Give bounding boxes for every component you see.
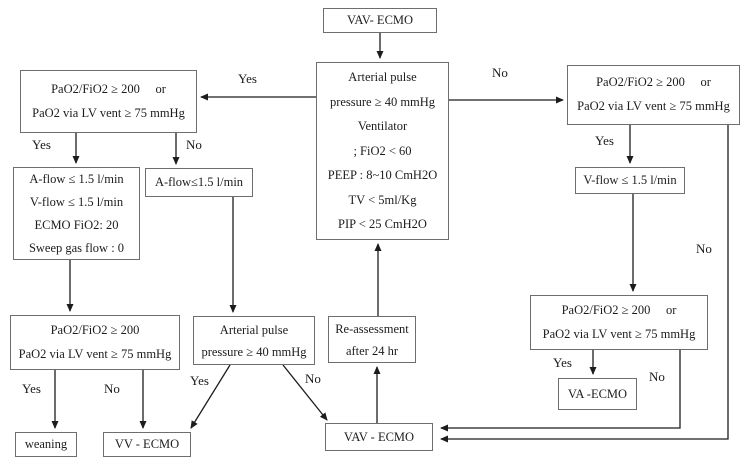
node-label: V-flow ≤ 1.5 l/min xyxy=(583,173,677,187)
edge-arterial-to-vavbottom-no xyxy=(282,364,328,421)
edge-label-left-pao2-yes: Yes xyxy=(22,381,41,396)
edge-label-far-right-no: No xyxy=(696,241,712,256)
node-label: VV - ECMO xyxy=(114,437,180,451)
node-label: Arterial pulse pressure ≥ 40 mmHg xyxy=(201,322,307,359)
node-left-pao2-recheck: PaO2/FiO2 ≥ 200 PaO2 via LV vent ≥ 75 mm… xyxy=(10,315,180,370)
node-label: PaO2/FiO2 ≥ 200 or PaO2 via LV vent ≥ 75… xyxy=(577,75,730,113)
node-vav-ecmo-start: VAV- ECMO xyxy=(323,8,437,33)
node-label: VA -ECMO xyxy=(567,386,628,401)
edge-label-left-pao2-no: No xyxy=(104,381,120,396)
node-left-pao2-check: PaO2/FiO2 ≥ 200 or PaO2 via LV vent ≥ 75… xyxy=(20,70,197,133)
edge-label-arterial-no: No xyxy=(305,371,321,386)
edge-label-right-top-yes: Yes xyxy=(595,133,614,148)
node-label: PaO2/FiO2 ≥ 200 or PaO2 via LV vent ≥ 75… xyxy=(542,302,696,341)
node-weaning: weaning xyxy=(15,432,77,457)
node-label: PaO2/FiO2 ≥ 200 PaO2 via LV vent ≥ 75 mm… xyxy=(18,322,172,361)
node-v-flow: V-flow ≤ 1.5 l/min xyxy=(575,167,685,194)
node-ecmo-settings: A-flow ≤ 1.5 l/min V-flow ≤ 1.5 l/min EC… xyxy=(13,167,140,260)
node-label: VAV- ECMO xyxy=(346,13,414,27)
edge-label-arterial-yes: Yes xyxy=(190,373,209,388)
node-arterial-pulse-check: Arterial pulse pressure ≥ 40 mmHg xyxy=(193,316,315,365)
node-label: A-flow≤1.5 l/min xyxy=(154,175,244,189)
node-label: Arterial pulse pressure ≥ 40 mmHg Ventil… xyxy=(327,70,438,232)
node-label: VAV - ECMO xyxy=(343,429,415,444)
edge-label-right-pao2-no: No xyxy=(649,369,665,384)
node-reassessment: Re-assessment after 24 hr xyxy=(328,316,416,363)
node-vv-ecmo: VV - ECMO xyxy=(103,432,191,457)
edge-label-right-pao2-yes: Yes xyxy=(553,355,572,370)
node-right-pao2-recheck: PaO2/FiO2 ≥ 200 or PaO2 via LV vent ≥ 75… xyxy=(530,295,708,350)
node-vav-ecmo-bottom: VAV - ECMO xyxy=(325,423,433,451)
node-a-flow: A-flow≤1.5 l/min xyxy=(145,168,253,197)
node-right-pao2-check: PaO2/FiO2 ≥ 200 or PaO2 via LV vent ≥ 75… xyxy=(567,65,740,125)
node-label: A-flow ≤ 1.5 l/min V-flow ≤ 1.5 l/min EC… xyxy=(28,171,125,255)
node-label: Re-assessment after 24 hr xyxy=(335,321,409,358)
node-label: PaO2/FiO2 ≥ 200 or PaO2 via LV vent ≥ 75… xyxy=(32,81,185,120)
edge-label-center-right-no: No xyxy=(492,65,508,80)
edge-rightpao2-to-vavbottom-no xyxy=(440,350,681,432)
edge-righttop-to-vavbottom-no xyxy=(440,125,729,443)
node-center-criteria: Arterial pulse pressure ≥ 40 mmHg Ventil… xyxy=(316,62,449,240)
node-label: weaning xyxy=(24,437,68,451)
edge-arterial-to-vvecmo-yes xyxy=(190,364,231,429)
node-va-ecmo: VA -ECMO xyxy=(558,378,637,410)
edge-label-left-top-no: No xyxy=(186,137,202,152)
edge-label-center-left-yes: Yes xyxy=(238,71,257,86)
edge-label-left-top-yes: Yes xyxy=(32,137,51,152)
